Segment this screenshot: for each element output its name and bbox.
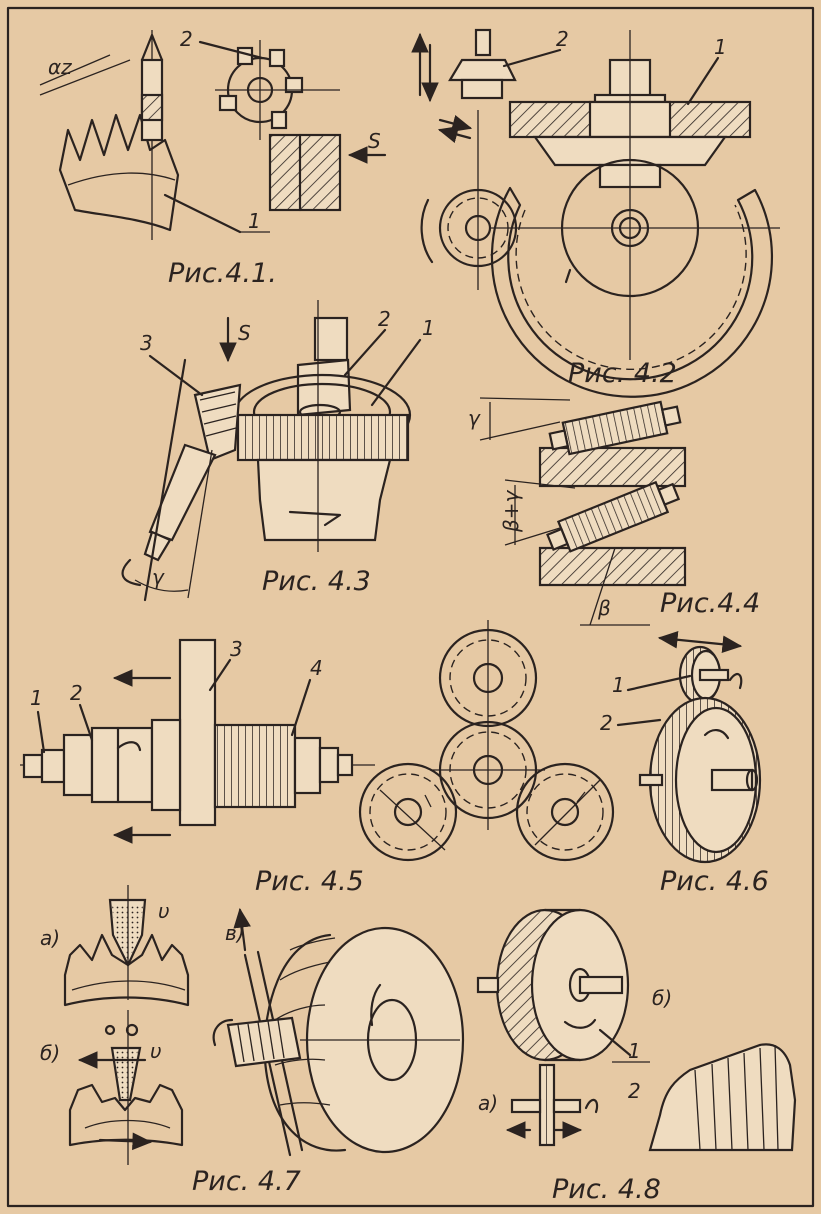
figure-4-1: αz 1 2 S Рис.4.1. (39, 27, 387, 289)
label-a: а) (478, 1091, 498, 1115)
figure-4-3: 2 1 S 3 γ Рис. 4.3 (121, 300, 435, 602)
label-2: 2 (556, 27, 569, 51)
label-2: 2 (628, 1079, 641, 1103)
label-1: 1 (248, 209, 261, 233)
label-3: 3 (140, 331, 153, 355)
label-1: 1 (422, 316, 435, 340)
caption-4-3: Рис. 4.3 (262, 566, 371, 597)
label-2: 2 (600, 711, 613, 735)
gear-right (515, 762, 615, 862)
label-1: 1 (628, 1039, 641, 1063)
gear-sector-1 (58, 113, 180, 232)
gear-profile-a (63, 933, 190, 1007)
label-beta: β (597, 596, 611, 620)
caption-4-6: Рис. 4.6 (660, 866, 769, 897)
figure-4-2: 2 1 Рис. 4.2 (411, 27, 780, 398)
cutter-1 (561, 400, 669, 456)
label-u2: υ (150, 1039, 162, 1063)
shaving-disc-3 (178, 638, 217, 827)
pinion-2 (538, 1063, 556, 1147)
rack-1 (538, 446, 687, 488)
gear-profile-b (68, 1083, 184, 1147)
figure-4-8: 1 2 б) а) Рис. 4.8 (476, 908, 797, 1205)
label-1: 1 (30, 686, 43, 710)
label-s: S (368, 129, 381, 153)
label-gamma: γ (152, 565, 165, 589)
gear-left (358, 762, 458, 862)
page-border (6, 6, 815, 1208)
label-beta-gamma: β+γ (499, 489, 523, 533)
gear-1-teeth (236, 413, 410, 462)
label-3: 3 (230, 637, 243, 661)
label-2: 2 (378, 307, 391, 331)
label-1: 1 (714, 35, 727, 59)
label-s: S (238, 321, 251, 345)
label-1: 1 (612, 673, 625, 697)
cutter-2 (556, 480, 670, 553)
label-u1: υ (158, 899, 170, 923)
caption-4-7: Рис. 4.7 (192, 1166, 301, 1197)
caption-4-4: Рис.4.4 (660, 588, 760, 619)
caption-4-1: Рис.4.1. (168, 258, 277, 289)
label-2: 2 (180, 27, 193, 51)
workpiece-block (268, 133, 342, 212)
figure-4-7: а) υ б) υ в) Рис. 4.7 (40, 885, 465, 1197)
label-alpha-z: αz (48, 55, 72, 79)
label-a: а) (40, 926, 60, 950)
figure-4-4: γ β+γ β Рис.4.4 (468, 397, 760, 626)
label-4: 4 (310, 656, 323, 680)
label-2: 2 (70, 681, 83, 705)
figure-4-6: 1 2 Рис. 4.6 (600, 630, 769, 897)
caption-4-2: Рис. 4.2 (568, 358, 677, 389)
shaft-top (313, 316, 349, 362)
figure-4-5: 1 2 3 4 Рис. 4.5 (20, 637, 375, 897)
caption-4-5: Рис. 4.5 (255, 866, 364, 897)
label-b: б) (40, 1041, 60, 1065)
gear-2-small (448, 58, 517, 82)
barrel-tooth (648, 1043, 797, 1152)
gear-4 (213, 723, 297, 809)
label-b: б) (652, 986, 672, 1010)
rack-2 (538, 546, 687, 587)
label-gamma: γ (468, 406, 481, 430)
gear-base (256, 458, 392, 542)
part-2 (62, 733, 94, 797)
gear-on-shaft (226, 1016, 302, 1068)
caption-4-8: Рис. 4.8 (552, 1174, 661, 1205)
gear-train (358, 620, 615, 862)
shaving-tool-3 (193, 383, 242, 462)
gear-1-face (490, 186, 774, 398)
